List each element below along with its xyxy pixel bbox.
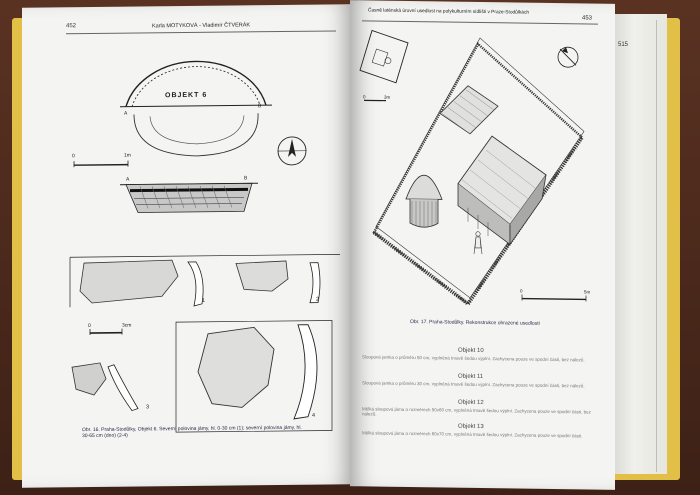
main-scale-unit: 5m [584, 289, 591, 295]
section-title-objekt-10: Objekt 10 [458, 347, 484, 355]
left-figure-caption: Obr. 16. Praha-Stodůlky, Objekt 6. Sever… [82, 424, 302, 440]
section-title-objekt-12: Objekt 12 [458, 399, 484, 407]
sherd-group-bottom [71, 320, 333, 433]
plan-label-a: A [124, 110, 128, 117]
plan-label-b: B [258, 103, 262, 110]
plan-label: OBJEKT 6 [165, 91, 208, 100]
sherd-frame-top [69, 254, 340, 308]
section-title-objekt-11: Objekt 11 [458, 373, 484, 381]
north-arrow [277, 136, 307, 166]
sherd-number-2: 2 [316, 296, 320, 303]
section-label-b: B [244, 175, 248, 182]
sherd-scale-zero: 0 [88, 323, 91, 330]
plan-drawing [69, 60, 340, 433]
scale-bar-plan [73, 160, 129, 168]
sherd-scale-unit: 3cm [122, 322, 132, 329]
main-scale-bar [521, 294, 587, 302]
long-house [457, 135, 547, 246]
section-title-objekt-13: Objekt 13 [458, 423, 484, 431]
reconstruction-drawing [359, 29, 587, 306]
page-stack-edge [612, 14, 667, 474]
inset-scale-zero: 0 [363, 94, 366, 100]
plan-outline [120, 60, 272, 157]
section-profile [120, 182, 258, 213]
round-granary [405, 175, 443, 228]
inset-scale-unit: 3m [384, 94, 391, 100]
human-figure [473, 231, 483, 255]
next-page-number: 515 [618, 42, 629, 48]
left-page: 452 Karla MOTYKOVÁ - Vladimír ČTVERÁK [22, 4, 352, 488]
sherd-number-1: 1 [202, 297, 206, 304]
page-stack-line [610, 20, 657, 472]
scale-bar-sherds [89, 328, 123, 336]
right-page: Časně laténská úrovní usedlost na polyku… [350, 0, 615, 490]
inset-plan [359, 29, 409, 102]
sherd-number-3: 3 [146, 404, 150, 411]
section-label-a: A [126, 176, 130, 183]
storage-hut [439, 85, 499, 135]
scale-zero: 0 [72, 153, 75, 160]
scale-unit: 1m [124, 152, 131, 159]
compass-icon [557, 46, 579, 68]
main-scale-zero: 0 [520, 288, 523, 294]
sherd-number-4: 4 [312, 412, 316, 419]
